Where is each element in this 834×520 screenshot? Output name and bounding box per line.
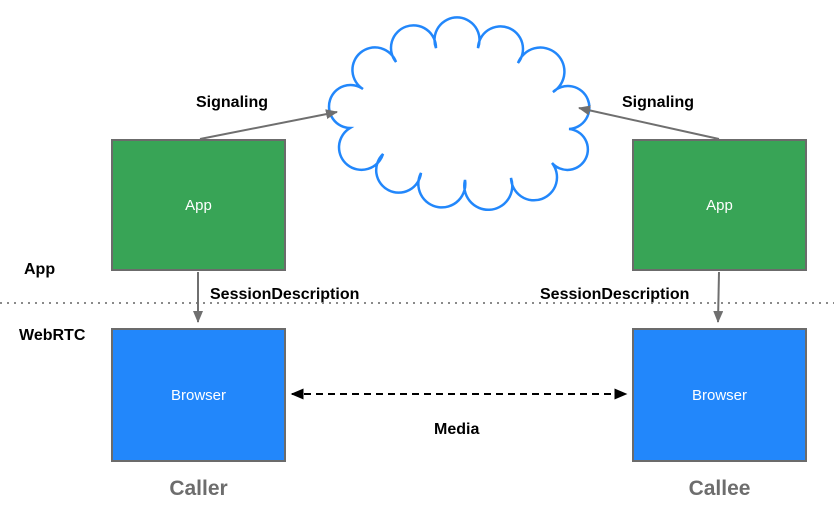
caller-browser-box: Browser xyxy=(111,328,286,462)
callee-browser-box: Browser xyxy=(632,328,807,462)
media-label: Media xyxy=(434,421,480,438)
caller-caption: Caller xyxy=(169,477,228,500)
callee-caption: Callee xyxy=(688,477,751,500)
caller-app-box: App xyxy=(111,139,286,271)
callee-app-label: App xyxy=(706,196,733,214)
signaling-right-arrow xyxy=(578,105,720,140)
webrtc-layer-label: WebRTC xyxy=(19,327,86,344)
session-description-right-arrow xyxy=(713,271,724,323)
signaling-left-label: Signaling xyxy=(196,94,268,111)
callee-browser-label: Browser xyxy=(691,386,747,404)
signaling-right-label: Signaling xyxy=(622,94,694,111)
caller-browser-label: Browser xyxy=(170,386,226,404)
session-description-right-label: SessionDescription xyxy=(540,286,690,303)
session-description-left-label: SessionDescription xyxy=(210,286,360,303)
callee-app-box: App xyxy=(632,139,807,271)
cloud-icon xyxy=(327,16,591,212)
signaling-left-arrow xyxy=(199,109,338,140)
caller-app-label: App xyxy=(185,196,212,214)
app-layer-label: App xyxy=(24,261,56,278)
